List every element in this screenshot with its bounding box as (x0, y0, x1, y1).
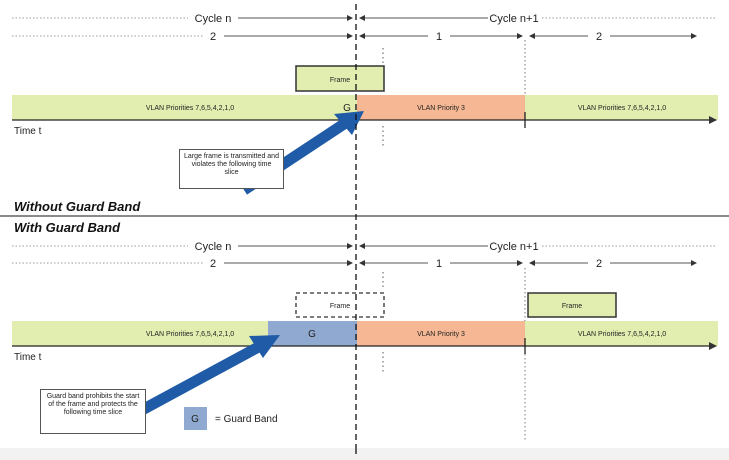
bottom-frame-right (527, 292, 617, 318)
bottom-blue-arrow (139, 335, 280, 415)
top-heading: Without Guard Band (14, 199, 141, 214)
top-frame-box (295, 65, 385, 92)
bottom-slot-1-label: 1 (436, 258, 442, 270)
top-callout-note: Large frame is transmitted and violates … (179, 149, 284, 189)
bottom-cycle-row: Cycle n Cycle n+1 (12, 241, 716, 253)
top-cycle-n1-label: Cycle n+1 (489, 13, 538, 25)
bottom-slot-row: 2 1 2 (12, 258, 697, 270)
top-slot-2b-label: 2 (596, 31, 602, 43)
bottom-heading: With Guard Band (14, 220, 121, 235)
footer-strip (0, 448, 729, 460)
top-cycle-n-label: Cycle n (195, 13, 232, 25)
top-band-right (525, 95, 718, 120)
top-band-left (12, 95, 357, 120)
top-band-left-label: VLAN Priorities 7,6,5,4,2,1,0 (146, 105, 234, 112)
legend-g-label: G (191, 414, 199, 425)
bottom-frame-dashed (295, 292, 385, 318)
top-frame-label: Frame (330, 77, 350, 84)
top-slot-2a-label: 2 (210, 31, 216, 43)
top-band-mid (357, 95, 525, 120)
bottom-band-left-label: VLAN Priorities 7,6,5,4,2,1,0 (146, 331, 234, 338)
top-slot-1-label: 1 (436, 31, 442, 43)
bottom-time-label: Time t (14, 352, 42, 363)
legend-swatch (184, 407, 207, 430)
bottom-band-mid-label: VLAN Priority 3 (417, 331, 465, 338)
top-slot-row: 2 1 2 (12, 31, 697, 43)
bottom-band-right (525, 321, 718, 346)
bottom-callout-note: Guard band prohibits the start of the fr… (40, 389, 146, 434)
bottom-slot-2a-label: 2 (210, 258, 216, 270)
top-band-right-label: VLAN Priorities 7,6,5,4,2,1,0 (578, 105, 666, 112)
top-band-mid-label: VLAN Priority 3 (417, 105, 465, 112)
top-cycle-row: Cycle n Cycle n+1 (12, 13, 716, 25)
bottom-band-mid (357, 321, 525, 346)
legend-text: = Guard Band (215, 414, 278, 425)
bottom-slot-2b-label: 2 (596, 258, 602, 270)
top-time-label: Time t (14, 126, 42, 137)
bottom-guard-band (268, 321, 357, 346)
bottom-cycle-n-label: Cycle n (195, 241, 232, 253)
bottom-band-left (12, 321, 268, 346)
top-g-label: G (343, 103, 351, 114)
bottom-band-right-label: VLAN Priorities 7,6,5,4,2,1,0 (578, 331, 666, 338)
bottom-cycle-n1-label: Cycle n+1 (489, 241, 538, 253)
bottom-g-label: G (308, 329, 316, 340)
bottom-frame-right-label: Frame (562, 303, 582, 310)
bottom-frame-dashed-label: Frame (330, 303, 350, 310)
